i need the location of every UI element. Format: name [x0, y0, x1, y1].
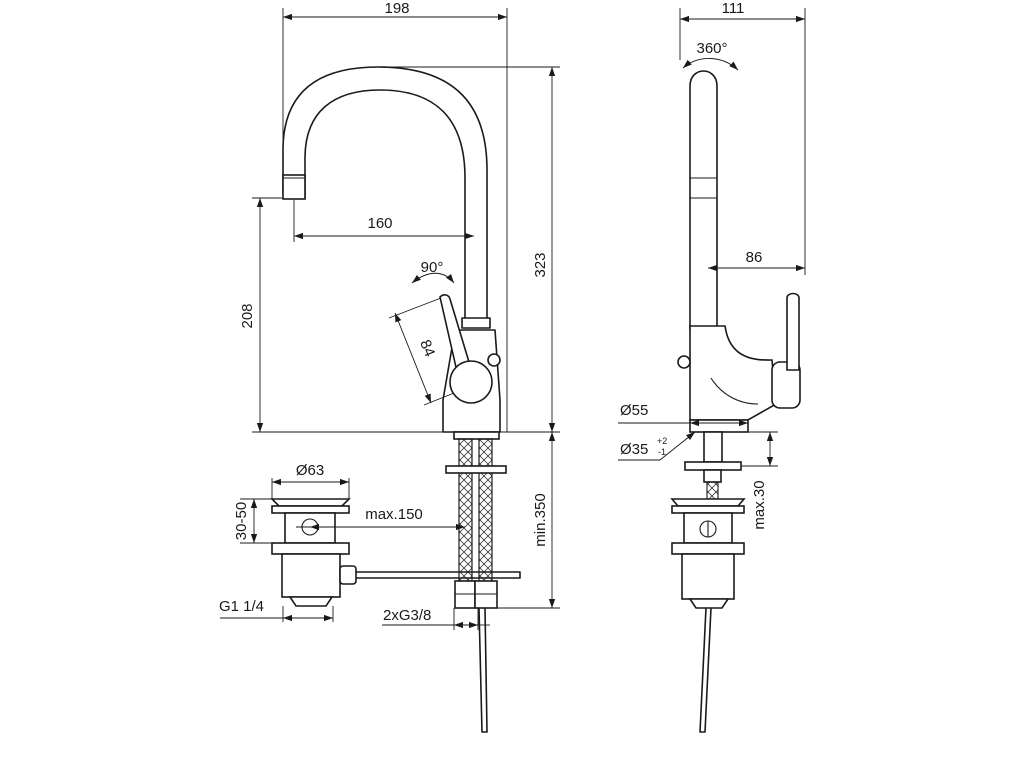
dimension-labels: 198 111 360° 160 208 323 90° 84 86 Ø55 Ø…	[219, 0, 768, 624]
label-waste-diameter: Ø63	[296, 462, 324, 479]
pull-rod	[355, 571, 521, 579]
spout-inner	[304, 89, 466, 319]
label-front-width: 198	[384, 0, 409, 17]
label-lever-angle: 90°	[421, 259, 444, 276]
label-spout-reach: 160	[367, 215, 392, 232]
waste-front	[270, 498, 357, 607]
label-waste-height: 30-50	[233, 502, 250, 540]
label-hole-tolerance-plus: +2	[657, 436, 667, 446]
side-hose	[706, 481, 719, 500]
base-plate	[453, 431, 500, 440]
label-hose-thread: 2xG3/8	[383, 607, 431, 624]
side-lever	[786, 292, 800, 371]
collar	[461, 317, 491, 329]
label-base-diameter: Ø55	[620, 402, 648, 419]
side-button	[677, 355, 691, 369]
side-stem	[703, 431, 723, 463]
label-swivel-angle: 360°	[696, 40, 727, 57]
lever-hub	[449, 360, 493, 404]
waste-cap	[270, 498, 351, 507]
waste-neck	[284, 512, 336, 544]
label-hole-diameter: Ø35	[620, 441, 648, 458]
side-hub	[771, 361, 801, 409]
spout-outer	[282, 66, 488, 319]
hose-left	[458, 438, 473, 582]
label-waste-thread: G1 1/4	[219, 598, 264, 615]
waste-body	[281, 553, 341, 598]
hose-right	[478, 438, 493, 582]
side-nut	[703, 469, 722, 483]
label-deck-thickness: max.30	[751, 480, 768, 529]
label-rod-length: max.150	[365, 506, 423, 523]
label-side-width: 111	[722, 0, 745, 17]
label-hole-tolerance-minus: -1	[658, 447, 666, 457]
pop-up-rod	[478, 607, 488, 733]
label-hose-length: min.350	[532, 493, 549, 546]
side-view	[677, 70, 801, 500]
lever	[439, 294, 474, 378]
fixing-washer	[445, 465, 507, 474]
dimension-lines	[220, 8, 806, 630]
label-lever-length: 84	[416, 337, 438, 359]
aerator	[282, 174, 306, 200]
side-spout	[689, 70, 718, 331]
waste-nut	[271, 542, 350, 555]
waste-side	[670, 498, 746, 733]
label-spout-height: 208	[239, 303, 256, 328]
front-view	[282, 66, 521, 733]
side-button	[487, 353, 501, 367]
waste-flange	[271, 505, 350, 514]
side-base	[689, 419, 749, 433]
side-washer	[684, 461, 742, 471]
waste-rod-connector	[339, 565, 357, 585]
side-body	[689, 325, 777, 421]
label-lever-offset: 86	[746, 249, 763, 266]
label-total-height: 323	[532, 252, 549, 277]
waste-tail	[288, 596, 334, 607]
